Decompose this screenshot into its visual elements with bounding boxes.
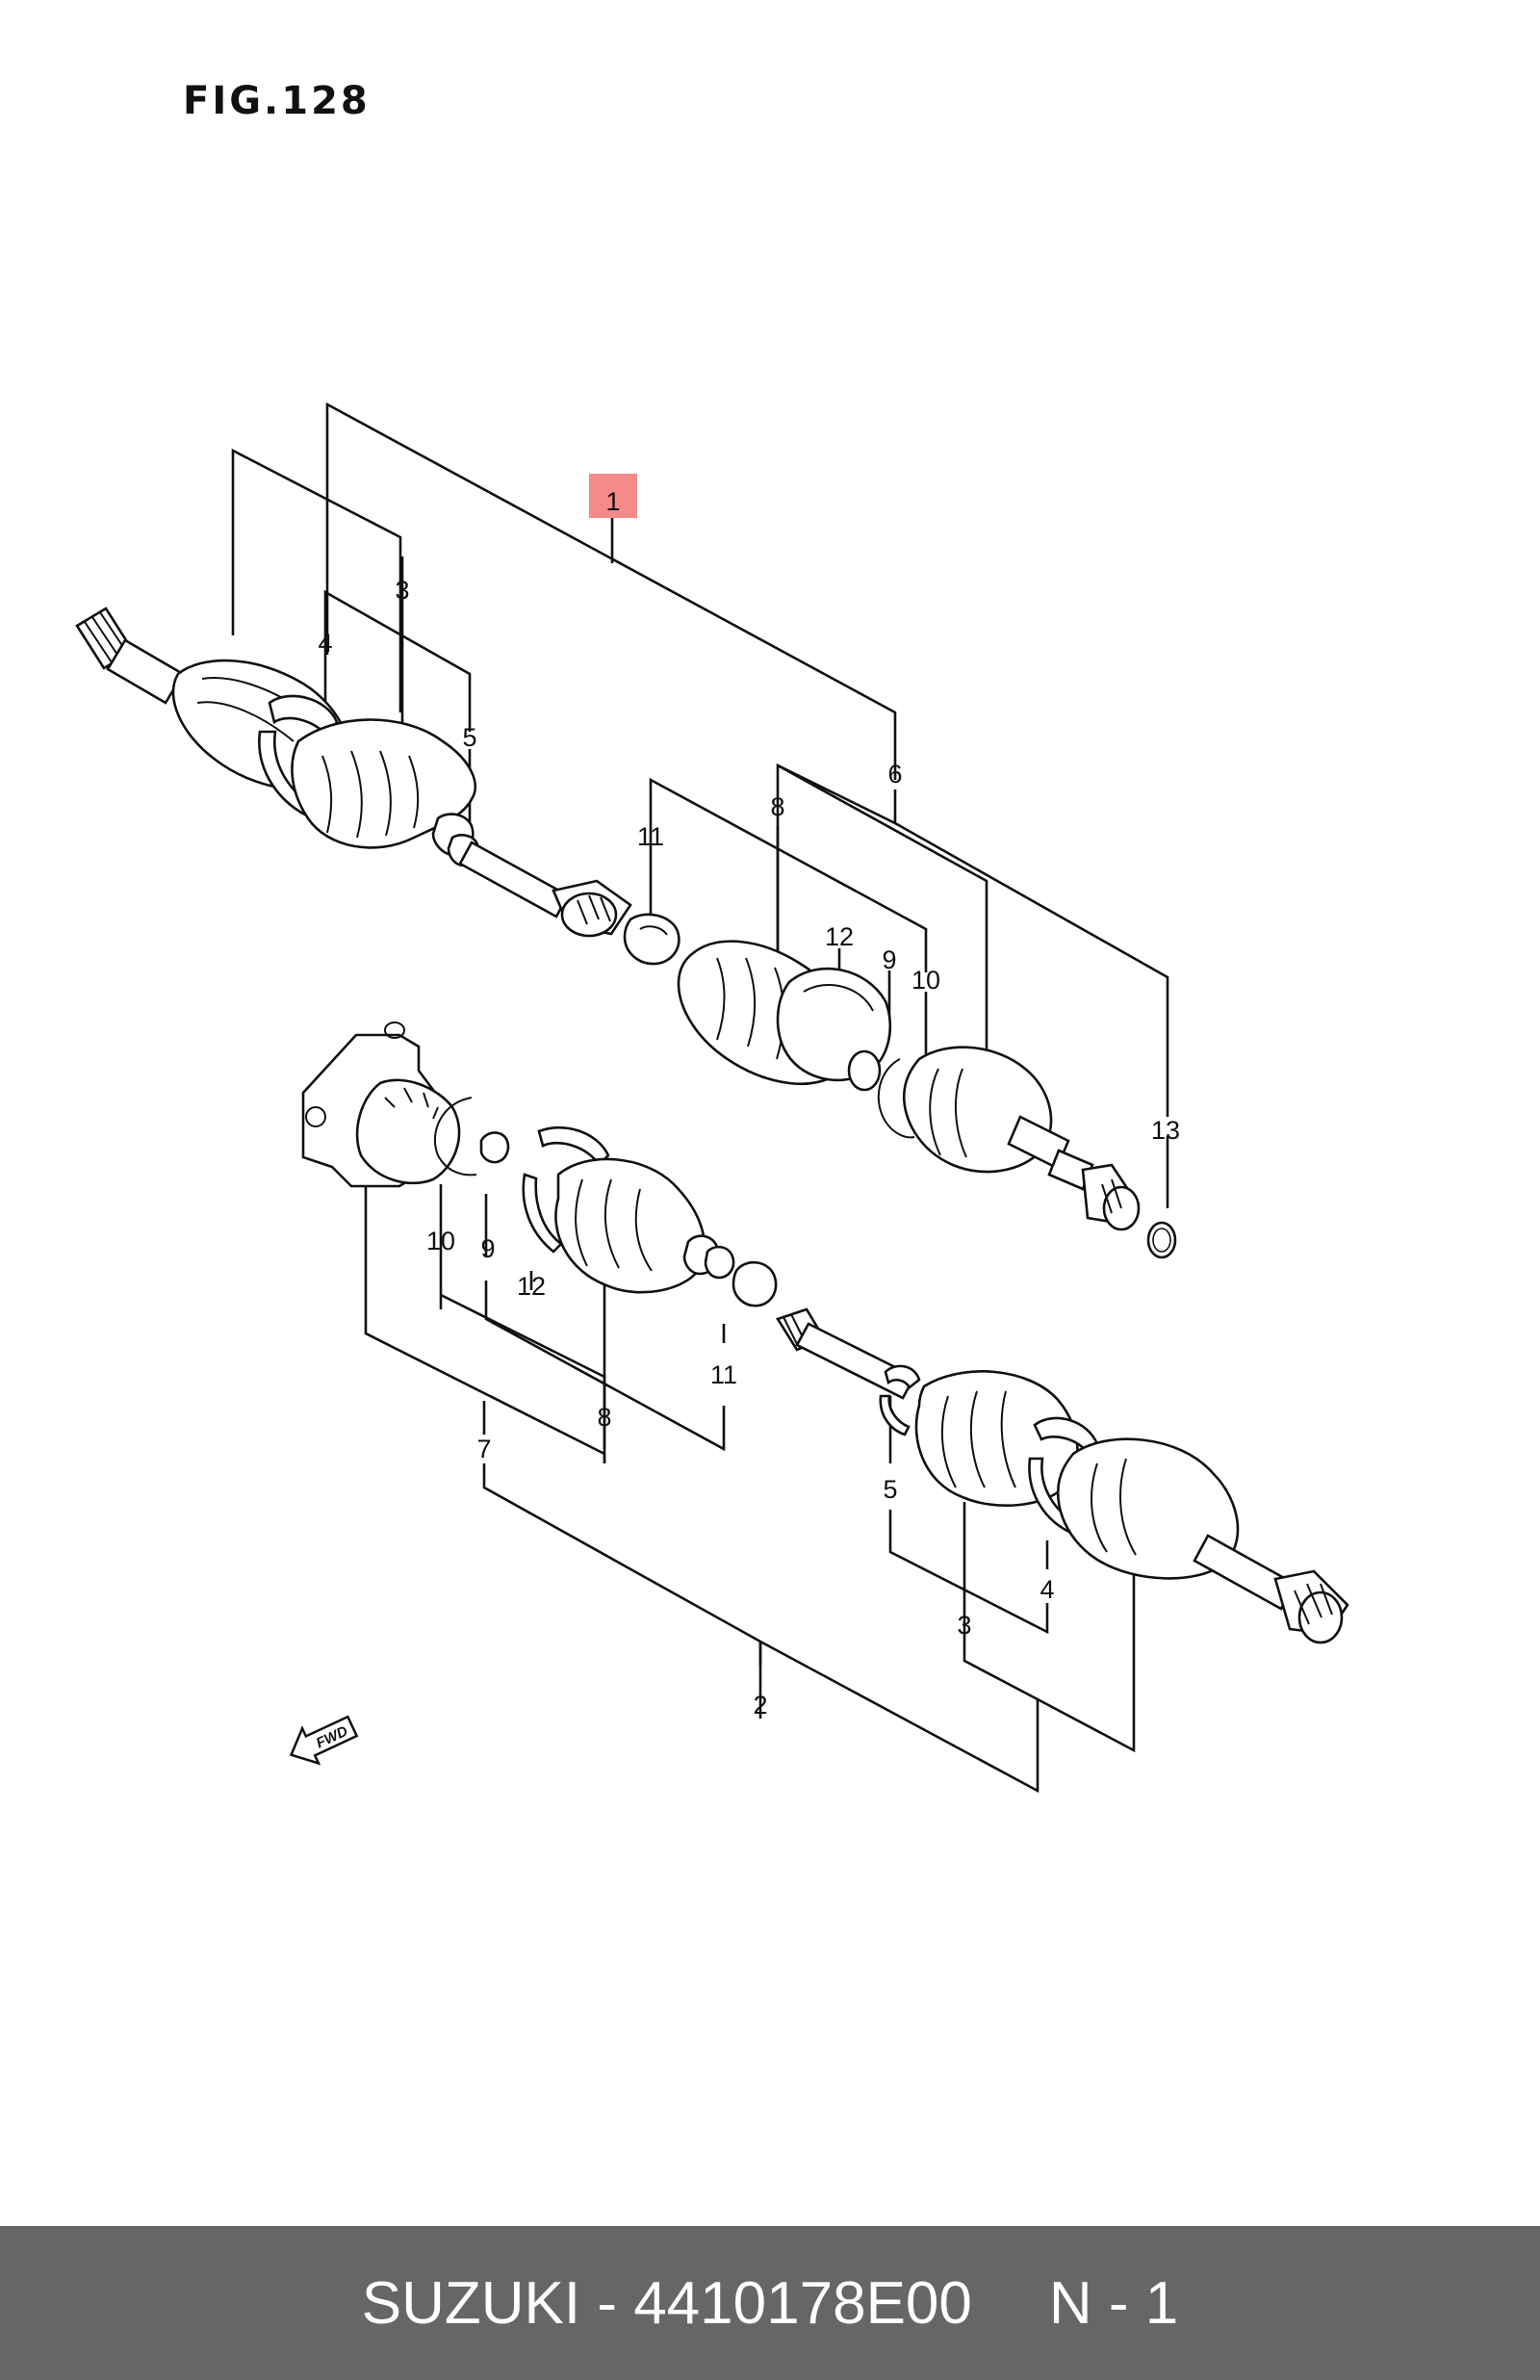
upper-driveshaft [75, 607, 1177, 1259]
callout-4: 4 [1040, 1575, 1054, 1604]
callout-5: 5 [883, 1475, 897, 1504]
callout-3: 3 [957, 1611, 971, 1640]
callout-9: 9 [480, 1234, 495, 1263]
callout-11: 11 [710, 1360, 737, 1389]
callout-12: 12 [825, 922, 854, 951]
callout-11: 11 [637, 822, 664, 851]
callout-10: 10 [426, 1227, 455, 1255]
callout-2: 2 [753, 1691, 767, 1720]
callout-4: 4 [318, 629, 332, 658]
callout-8: 8 [770, 792, 784, 821]
callout-6: 6 [887, 760, 902, 789]
callout-9: 9 [882, 945, 896, 974]
footer-position: N - 1 [1048, 2269, 1179, 2337]
figure-title: FIG.128 [183, 79, 371, 123]
callout-3: 3 [395, 576, 409, 605]
callout-13: 13 [1151, 1116, 1180, 1145]
callout-7: 7 [476, 1435, 491, 1463]
callout-8: 8 [597, 1403, 611, 1432]
lower-driveshaft [301, 1022, 1349, 1644]
callout-1-highlight [589, 474, 637, 518]
footer-part-number: SUZUKI - 4410178E00 [361, 2269, 972, 2337]
callout-12: 12 [517, 1272, 546, 1301]
fwd-arrow-icon: FWD [289, 1715, 359, 1766]
callout-10: 10 [911, 966, 940, 995]
driveshaft-exploded-diagram: 1 3 4 5 6 8 11 12 9 10 13 10 9 12 11 8 7… [75, 401, 1349, 1794]
footer-bar: SUZUKI - 4410178E00 N - 1 [0, 2226, 1540, 2380]
callout-1: 1 [605, 487, 620, 516]
callout-5: 5 [462, 723, 476, 752]
